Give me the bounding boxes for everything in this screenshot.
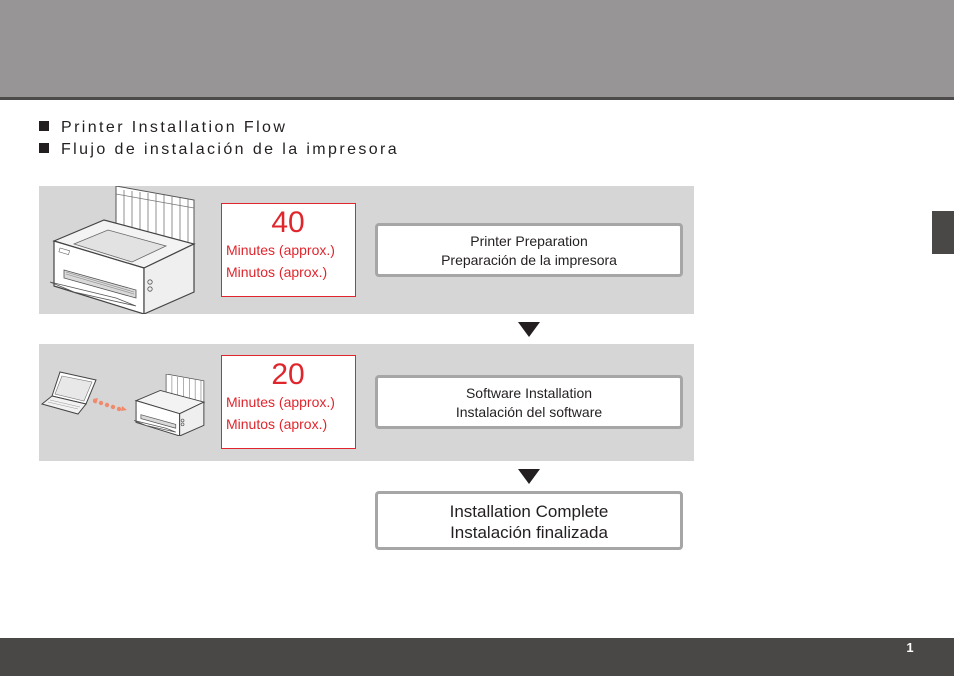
step-title-spanish: Instalación del software [455, 404, 603, 420]
down-arrow-icon [518, 322, 540, 337]
laptop-illustration [40, 371, 97, 415]
time-minutes: 40 [271, 206, 305, 239]
header-rule [0, 97, 954, 100]
footer-band [0, 638, 954, 676]
section-tab-marker [932, 211, 954, 254]
header-band [0, 0, 954, 97]
time-estimate-box: 20 Minutes (approx.) Minutos (aprox.) [221, 355, 356, 449]
step-title-spanish: Instalación finalizada [450, 523, 608, 542]
printer-illustration [133, 374, 206, 436]
heading-english-text: Printer Installation Flow [61, 119, 288, 136]
step-title-english: Printer Preparation [470, 233, 588, 249]
down-arrow-icon [518, 469, 540, 484]
time-unit-english: Minutes (approx.) [226, 242, 335, 258]
step-title-english: Software Installation [465, 385, 593, 401]
time-minutes: 20 [271, 358, 305, 391]
heading-english: Printer Installation Flow [39, 119, 287, 137]
step-title-english: Installation Complete [449, 502, 609, 521]
heading-spanish: Flujo de instalación de la impresora [39, 141, 399, 159]
step-title-spanish: Preparación de la impresora [441, 252, 617, 268]
time-unit-spanish: Minutos (aprox.) [226, 264, 328, 280]
time-estimate-box: 40 Minutes (approx.) Minutos (aprox.) [221, 203, 356, 297]
wireless-connection-icon [92, 398, 127, 412]
time-unit-english: Minutes (approx.) [226, 394, 335, 410]
printer-illustration [49, 186, 196, 314]
step-software-installation: Software Installation Instalación del so… [375, 375, 683, 429]
page-number: 1 [906, 640, 914, 655]
time-unit-spanish: Minutos (aprox.) [226, 416, 328, 432]
bullet-square-icon [39, 121, 49, 131]
step-installation-complete: Installation Complete Instalación finali… [375, 491, 683, 550]
bullet-square-icon [39, 143, 49, 153]
step-printer-preparation: Printer Preparation Preparación de la im… [375, 223, 683, 277]
heading-spanish-text: Flujo de instalación de la impresora [61, 141, 400, 158]
